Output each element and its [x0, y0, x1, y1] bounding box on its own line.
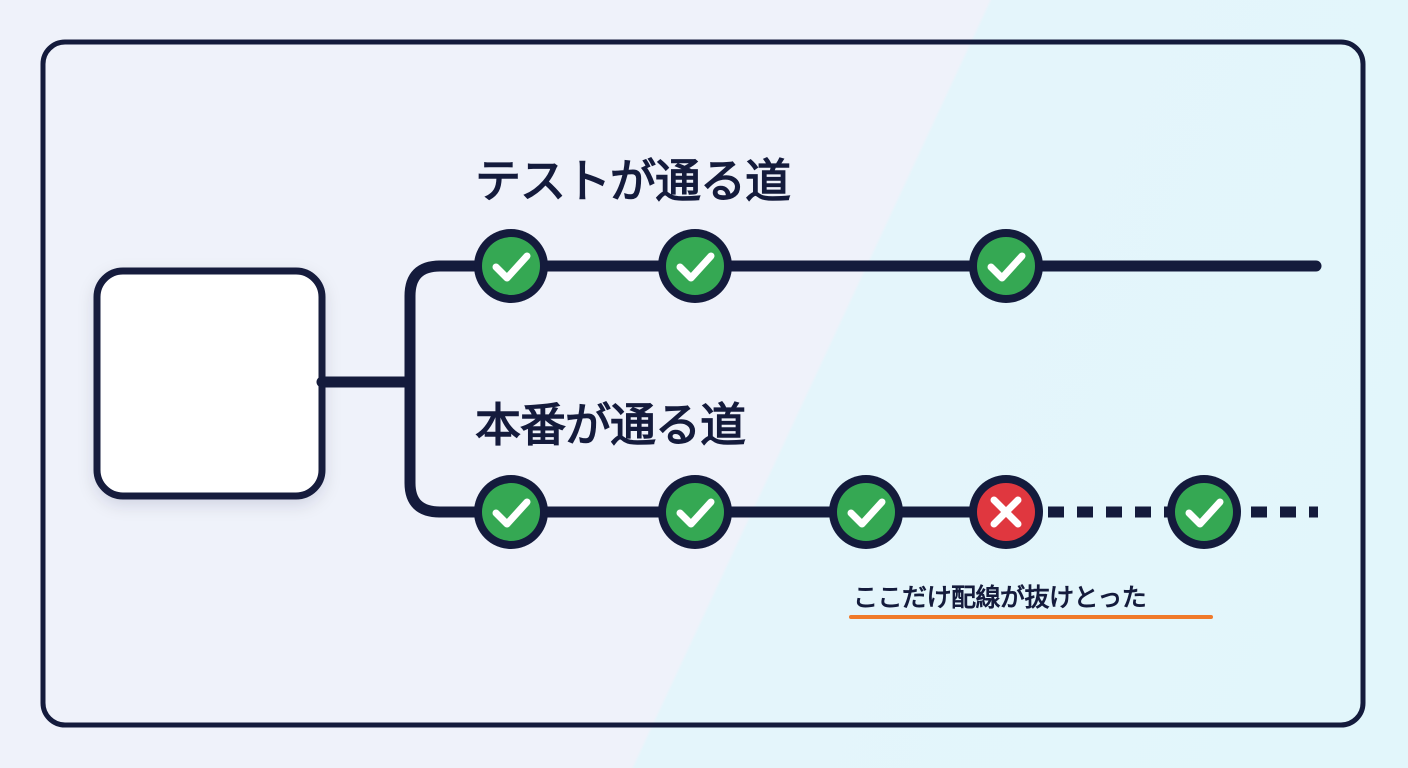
check-icon [492, 252, 531, 282]
test-route-title: テストが通る道 [475, 154, 791, 208]
check-icon [987, 252, 1026, 282]
prod-checkpoints [474, 475, 1241, 549]
prod-checkpoint-failed [969, 475, 1043, 549]
prod-checkpoint [474, 475, 548, 549]
test-checkpoints [474, 229, 1043, 303]
prod-checkpoint [829, 475, 903, 549]
prod-checkpoint [1167, 475, 1241, 549]
test-checkpoint [474, 229, 548, 303]
source-box [93, 267, 326, 500]
check-icon [492, 498, 531, 528]
prod-checkpoint [658, 475, 732, 549]
check-icon [847, 498, 886, 528]
check-icon [676, 252, 715, 282]
check-icon [676, 498, 715, 528]
test-checkpoint [969, 229, 1043, 303]
outer-frame [40, 39, 1366, 728]
prod-route-title: 本番が通る道 [475, 398, 746, 452]
annotation-text: ここだけ配線が抜けとった [853, 583, 1146, 612]
test-checkpoint [658, 229, 732, 303]
branch-trunk [404, 260, 446, 518]
check-icon [1185, 498, 1224, 528]
cross-icon [990, 496, 1022, 528]
